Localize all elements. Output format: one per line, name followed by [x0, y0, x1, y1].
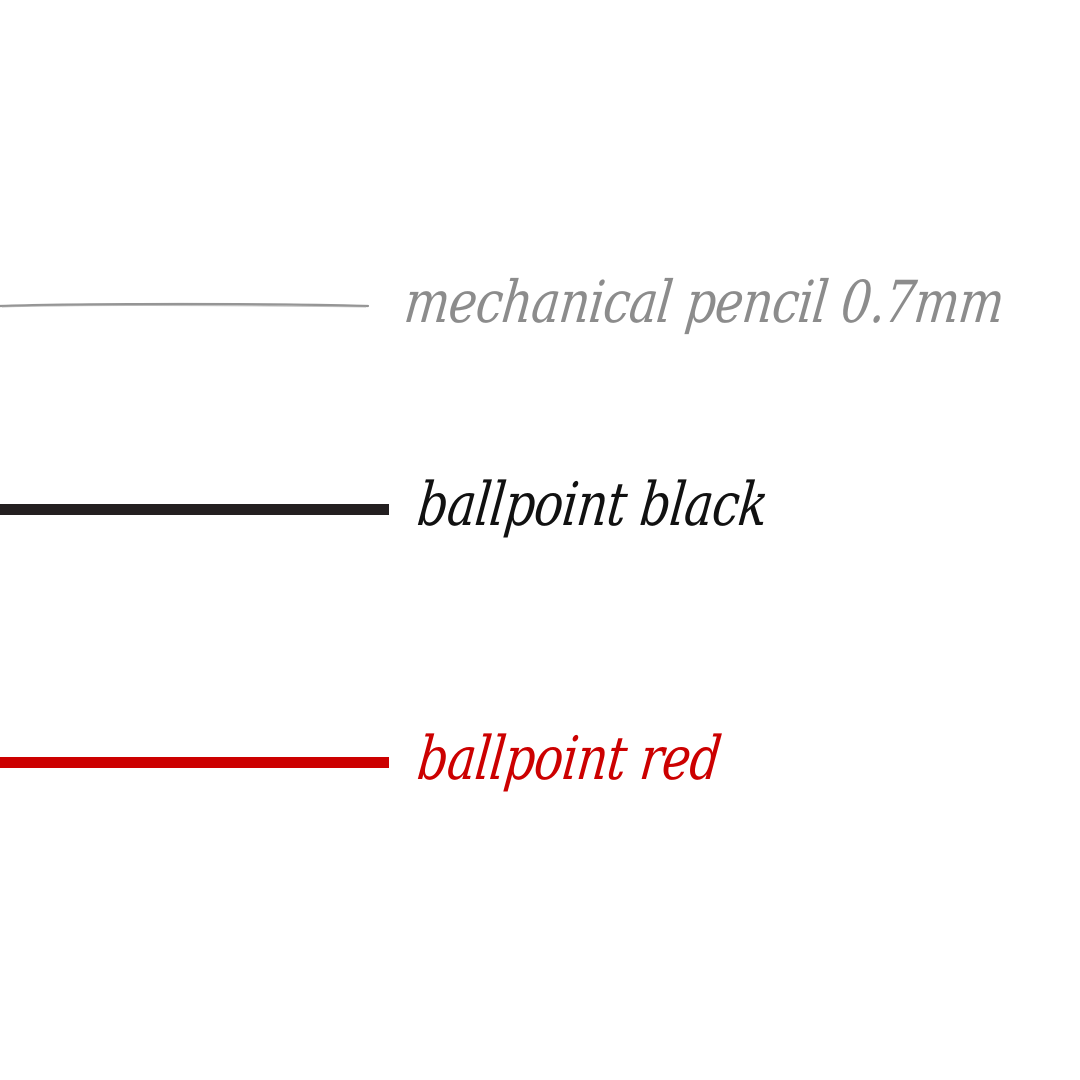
pencil-stroke: [0, 302, 370, 308]
swatch-ballpoint-red: ballpoint red: [0, 712, 1080, 842]
ballpoint-red-stroke: [0, 757, 389, 768]
swatch-label-pencil: mechanical pencil 0.7mm: [401, 268, 1008, 336]
swatch-label-ballpoint-black: ballpoint black: [414, 470, 772, 540]
swatch-ballpoint-black: ballpoint black: [0, 460, 1080, 590]
swatch-pencil: mechanical pencil 0.7mm: [0, 250, 1080, 390]
ballpoint-black-stroke: [0, 504, 389, 515]
swatch-label-ballpoint-red: ballpoint red: [414, 724, 725, 794]
